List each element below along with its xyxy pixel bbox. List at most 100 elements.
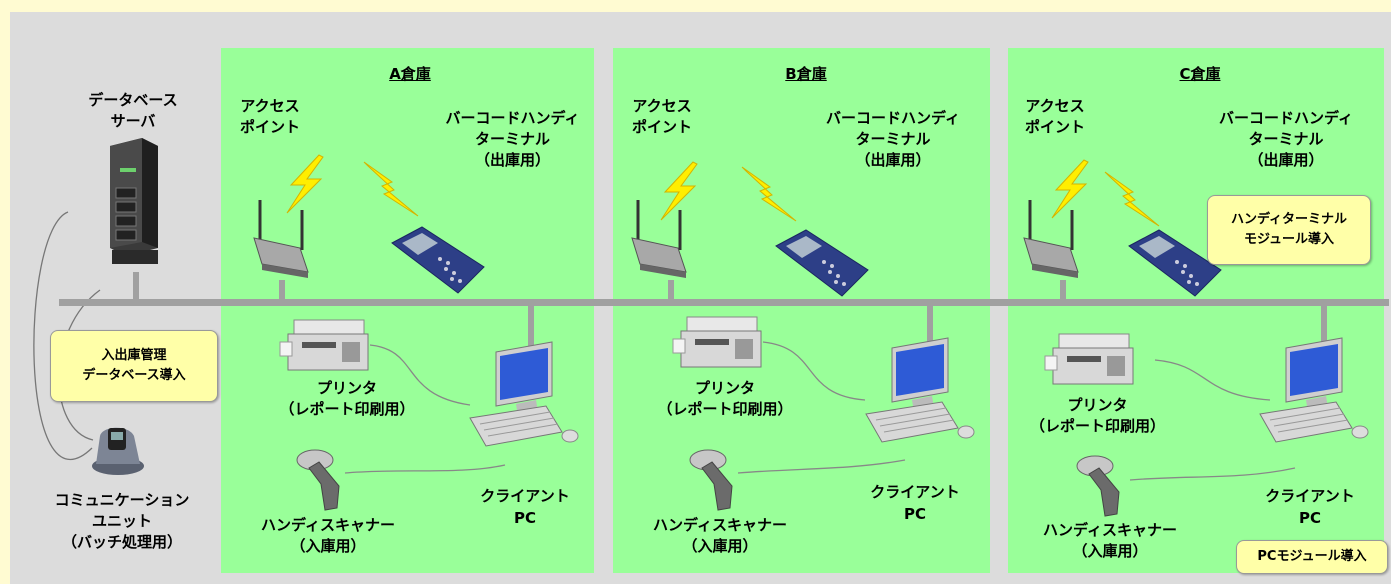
printer-b-icon xyxy=(672,316,762,368)
handy-c-line2: ターミナル xyxy=(1248,130,1324,148)
drop-ap-b xyxy=(668,280,674,302)
access-point-a-line2: ポイント xyxy=(239,118,300,136)
database-server-icon xyxy=(110,138,158,264)
client-pc-a-label: クライアント PC xyxy=(460,485,590,529)
scanner-c-label: ハンディスキャナー （入庫用） xyxy=(1030,520,1190,562)
lightning-icon xyxy=(741,166,797,222)
printer-c-label: プリンタ （レポート印刷用） xyxy=(1015,395,1180,437)
comm-unit-line2: ユニット xyxy=(91,512,152,530)
cable-printer-c xyxy=(1154,359,1271,401)
handy-terminal-b-icon xyxy=(775,229,869,297)
printer-a-label: プリンタ （レポート印刷用） xyxy=(272,378,422,420)
scanner-a-icon xyxy=(296,449,340,511)
scanner-a-line1: ハンディスキャナー xyxy=(261,516,395,534)
cable-server-comm xyxy=(33,211,93,460)
handy-terminal-c-label: バーコードハンディ ターミナル （出庫用） xyxy=(1200,108,1372,171)
server-label-line2: サーバ xyxy=(110,112,156,130)
comm-unit-line1: コミュニケーション xyxy=(54,491,190,509)
db-note: 入出庫管理 データベース導入 xyxy=(50,330,218,402)
access-point-a-label: アクセス ポイント xyxy=(230,96,310,138)
scanner-a-line2: （入庫用） xyxy=(290,537,366,555)
comm-unit-label: コミュニケーション ユニット （バッチ処理用） xyxy=(42,490,202,553)
printer-c-line2: （レポート印刷用） xyxy=(1029,417,1165,435)
handy-module-note-line2: モジュール導入 xyxy=(1243,232,1335,247)
cable-scanner-c xyxy=(1129,467,1296,481)
access-point-c-label: アクセス ポイント xyxy=(1015,96,1095,138)
handy-terminal-a-icon xyxy=(391,226,485,294)
printer-a-icon xyxy=(279,319,369,371)
printer-b-line1: プリンタ xyxy=(694,379,755,397)
access-point-a-line1: アクセス xyxy=(240,97,300,115)
db-note-line2: データベース導入 xyxy=(82,368,186,383)
access-point-c-icon xyxy=(1023,200,1079,278)
drop-pc-a xyxy=(528,305,534,347)
access-point-b-label: アクセス ポイント xyxy=(622,96,702,138)
scanner-c-line2: （入庫用） xyxy=(1072,542,1148,560)
handy-c-line1: バーコードハンディ xyxy=(1219,109,1353,127)
printer-a-line2: （レポート印刷用） xyxy=(279,400,415,418)
scanner-b-label: ハンディスキャナー （入庫用） xyxy=(640,515,800,557)
handy-a-line3: （出庫用） xyxy=(474,151,550,169)
client-a-line1: クライアント xyxy=(480,487,570,505)
cable-printer-a xyxy=(369,344,471,406)
client-pc-c-label: クライアント PC xyxy=(1245,485,1375,529)
handy-a-line1: バーコードハンディ xyxy=(445,109,580,127)
client-b-line1: クライアント xyxy=(870,483,960,501)
client-pc-b-icon xyxy=(865,337,975,443)
cable-scanner-b xyxy=(737,459,906,474)
drop-pc-b xyxy=(927,305,933,343)
access-point-c-line2: ポイント xyxy=(1024,118,1085,136)
lightning-icon xyxy=(363,161,419,217)
printer-b-label: プリンタ （レポート印刷用） xyxy=(640,378,810,420)
comm-unit-line3: （バッチ処理用） xyxy=(61,533,182,551)
access-point-a-icon xyxy=(253,200,309,278)
client-c-line1: クライアント xyxy=(1265,487,1355,505)
client-pc-a-icon xyxy=(469,341,579,447)
network-backbone xyxy=(59,299,1389,306)
cable-scanner-a xyxy=(344,464,506,474)
printer-c-line1: プリンタ xyxy=(1067,396,1128,414)
lightning-icon xyxy=(1104,171,1160,227)
printer-c-icon xyxy=(1044,333,1134,385)
access-point-c-line1: アクセス xyxy=(1025,97,1085,115)
drop-ap-a xyxy=(279,280,285,302)
scanner-a-label: ハンディスキャナー （入庫用） xyxy=(248,515,408,557)
warehouse-b-title: B倉庫 xyxy=(785,65,827,83)
printer-b-line2: （レポート印刷用） xyxy=(657,400,793,418)
scanner-c-icon xyxy=(1076,455,1120,517)
access-point-b-line2: ポイント xyxy=(631,118,692,136)
handy-b-line1: バーコードハンディ xyxy=(826,109,960,127)
handy-module-note-line1: ハンディターミナル xyxy=(1230,212,1348,227)
warehouse-a-title: A倉庫 xyxy=(389,65,431,83)
scanner-b-line1: ハンディスキャナー xyxy=(653,516,787,534)
handy-terminal-c-icon xyxy=(1128,229,1222,297)
server-label: データベース サーバ xyxy=(78,90,188,132)
handy-c-line3: （出庫用） xyxy=(1248,151,1324,169)
drop-ap-c xyxy=(1060,280,1066,302)
lightning-icon xyxy=(286,154,324,214)
handy-terminal-a-label: バーコードハンディ ターミナル （出庫用） xyxy=(430,108,595,171)
scanner-c-line1: ハンディスキャナー xyxy=(1043,521,1177,539)
printer-a-line1: プリンタ xyxy=(316,379,377,397)
client-b-line2: PC xyxy=(903,505,926,523)
client-a-line2: PC xyxy=(513,509,536,527)
client-c-line2: PC xyxy=(1298,509,1321,527)
access-point-b-line1: アクセス xyxy=(632,97,692,115)
client-pc-c-icon xyxy=(1259,337,1369,443)
scanner-b-line2: （入庫用） xyxy=(682,537,758,555)
client-pc-b-label: クライアント PC xyxy=(850,481,980,525)
handy-module-note: ハンディターミナル モジュール導入 xyxy=(1207,195,1371,265)
drop-server xyxy=(133,272,139,302)
handy-a-line2: ターミナル xyxy=(474,130,550,148)
lightning-icon xyxy=(660,161,698,221)
pc-module-note: PCモジュール導入 xyxy=(1236,540,1388,574)
handy-b-line3: （出庫用） xyxy=(855,151,931,169)
lightning-icon xyxy=(1051,159,1089,219)
db-note-line1: 入出庫管理 xyxy=(101,348,167,363)
handy-terminal-b-label: バーコードハンディ ターミナル （出庫用） xyxy=(808,108,978,171)
communication-unit-icon xyxy=(92,427,144,475)
cable-printer-b xyxy=(762,341,866,401)
server-label-line1: データベース xyxy=(88,91,178,109)
drop-pc-c xyxy=(1321,305,1327,343)
warehouse-c-title: C倉庫 xyxy=(1179,65,1221,83)
